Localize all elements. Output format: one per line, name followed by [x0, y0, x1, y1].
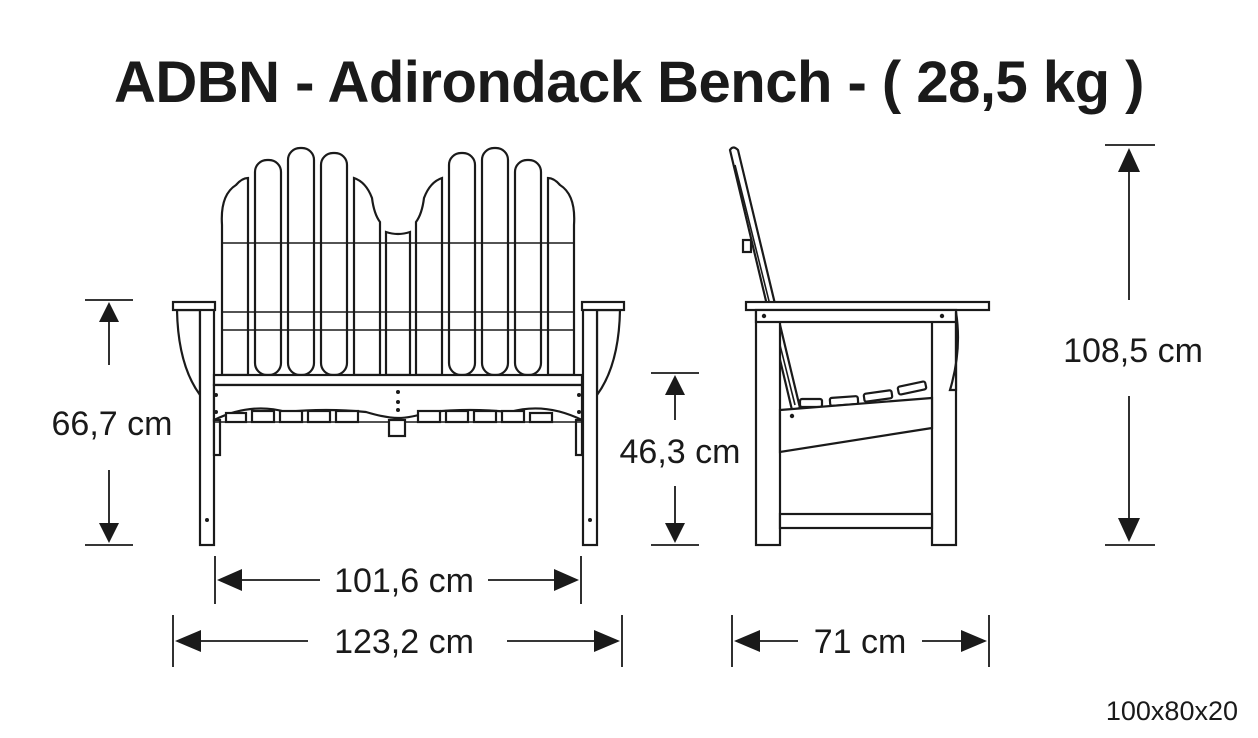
side-back-leg	[930, 308, 958, 547]
dim-label-arm-height: 66,7 cm	[52, 405, 173, 443]
dim-inner-width: 101,6 cm	[214, 556, 582, 604]
bench-side-view	[728, 146, 991, 547]
seat-front-rail	[212, 373, 584, 387]
package-code: 100x80x20	[1106, 696, 1238, 726]
dim-total-height: 108,5 cm	[1063, 144, 1203, 546]
back-slats-right	[414, 146, 576, 377]
side-front-leg	[754, 308, 782, 547]
dim-seat-height: 46,3 cm	[620, 372, 741, 546]
dim-label-total-width: 123,2 cm	[334, 623, 474, 661]
dim-label-total-height: 108,5 cm	[1063, 332, 1203, 370]
front-left-leg	[198, 303, 216, 547]
dim-label-seat-height: 46,3 cm	[620, 433, 741, 471]
front-right-leg	[581, 303, 599, 547]
side-stretcher	[778, 512, 934, 530]
dim-depth: 71 cm	[731, 615, 990, 667]
left-armrest	[171, 300, 217, 312]
back-slat-center	[384, 230, 412, 377]
back-slats-left	[220, 146, 382, 377]
dim-label-inner-width: 101,6 cm	[334, 562, 474, 600]
dim-label-depth: 71 cm	[814, 623, 907, 661]
bench-front-view	[171, 146, 626, 547]
side-back-cleat	[741, 238, 753, 254]
side-seat-stringer	[778, 396, 934, 454]
page-title: ADBN - Adirondack Bench - ( 28,5 kg )	[114, 50, 1144, 115]
dim-arm-height: 66,7 cm	[52, 299, 173, 546]
side-seat-slats	[798, 380, 928, 409]
center-support	[387, 418, 407, 438]
right-arm-bracket	[595, 308, 622, 399]
dim-total-width: 123,2 cm	[172, 615, 623, 667]
right-armrest	[580, 300, 626, 312]
side-armrest	[744, 300, 991, 312]
left-arm-bracket	[175, 308, 202, 399]
